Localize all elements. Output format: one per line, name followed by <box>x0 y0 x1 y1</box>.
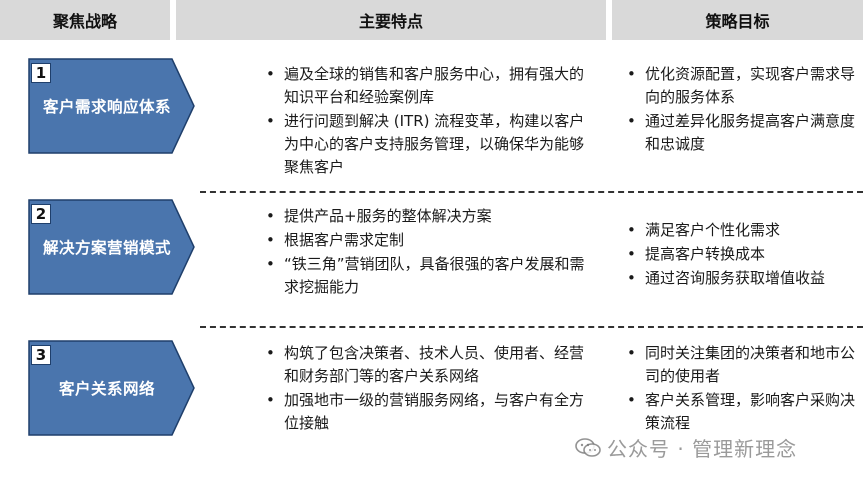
arrow-box-shape <box>28 58 195 154</box>
list-item: 构筑了包含决策者、技术人员、使用者、经营和财务部门等的客户关系网络 <box>262 342 592 388</box>
strategy-name: 客户需求响应体系 <box>42 98 171 116</box>
strategy-name: 客户关系网络 <box>58 380 155 398</box>
strategy-box: 1 客户需求响应体系 <box>28 58 196 154</box>
strategy-name: 解决方案营销模式 <box>42 239 171 257</box>
table-header: 聚焦战略 主要特点 策略目标 <box>0 0 863 40</box>
goals-list: 优化资源配置，实现客户需求导向的服务体系 通过差异化服务提高客户满意度和忠诚度 <box>623 63 855 157</box>
strategy-number: 1 <box>31 63 51 83</box>
goals-list: 满足客户个性化需求 提高客户转换成本 通过咨询服务获取增值收益 <box>623 219 855 291</box>
watermark-text: 公众号 · 管理新理念 <box>607 437 798 461</box>
list-item: “铁三角”营销团队，具备很强的客户发展和需求挖掘能力 <box>262 253 592 299</box>
list-item: 通过差异化服务提高客户满意度和忠诚度 <box>623 110 855 156</box>
header-strategy: 聚焦战略 <box>0 0 170 40</box>
list-item: 通过咨询服务获取增值收益 <box>623 267 855 290</box>
strategy-box: 2 解决方案营销模式 <box>28 199 196 295</box>
strategy-number: 3 <box>31 345 51 365</box>
features-list: 遍及全球的销售和客户服务中心，拥有强大的知识平台和经验案例库 进行问题到解决 (… <box>262 63 592 180</box>
section-1: 1 客户需求响应体系 遍及全球的销售和客户服务中心，拥有强大的知识平台和经验案例… <box>0 40 863 190</box>
section-2: 2 解决方案营销模式 提供产品+服务的整体解决方案 根据客户需求定制 “铁三角”… <box>0 193 863 323</box>
arrow-box-shape <box>28 340 195 436</box>
list-item: 同时关注集团的决策者和地市公司的使用者 <box>623 342 855 388</box>
list-item: 客户关系管理，影响客户采购决策流程 <box>623 389 855 435</box>
section-3: 3 客户关系网络 构筑了包含决策者、技术人员、使用者、经营和财务部门等的客户关系… <box>0 328 863 478</box>
list-item: 提供产品+服务的整体解决方案 <box>262 205 592 228</box>
watermark: 公众号 · 管理新理念 <box>575 433 797 462</box>
list-item: 加强地市一级的营销服务网络，与客户有全方位接触 <box>262 389 592 435</box>
list-item: 遍及全球的销售和客户服务中心，拥有强大的知识平台和经验案例库 <box>262 63 592 109</box>
features-list: 构筑了包含决策者、技术人员、使用者、经营和财务部门等的客户关系网络 加强地市一级… <box>262 342 592 436</box>
goals-list: 同时关注集团的决策者和地市公司的使用者 客户关系管理，影响客户采购决策流程 <box>623 342 855 436</box>
features-list: 提供产品+服务的整体解决方案 根据客户需求定制 “铁三角”营销团队，具备很强的客… <box>262 205 592 300</box>
arrow-box-shape <box>28 199 195 295</box>
list-item: 满足客户个性化需求 <box>623 219 855 242</box>
strategy-number: 2 <box>31 204 51 224</box>
list-item: 根据客户需求定制 <box>262 229 592 252</box>
strategy-box: 3 客户关系网络 <box>28 340 196 436</box>
wechat-icon <box>575 437 601 458</box>
header-goals: 策略目标 <box>612 0 863 40</box>
section-divider <box>200 326 863 328</box>
section-divider <box>200 191 863 193</box>
list-item: 进行问题到解决 (ITR) 流程变革，构建以客户为中心的客户支持服务管理，以确保… <box>262 110 592 179</box>
list-item: 优化资源配置，实现客户需求导向的服务体系 <box>623 63 855 109</box>
list-item: 提高客户转换成本 <box>623 243 855 266</box>
header-features: 主要特点 <box>176 0 606 40</box>
